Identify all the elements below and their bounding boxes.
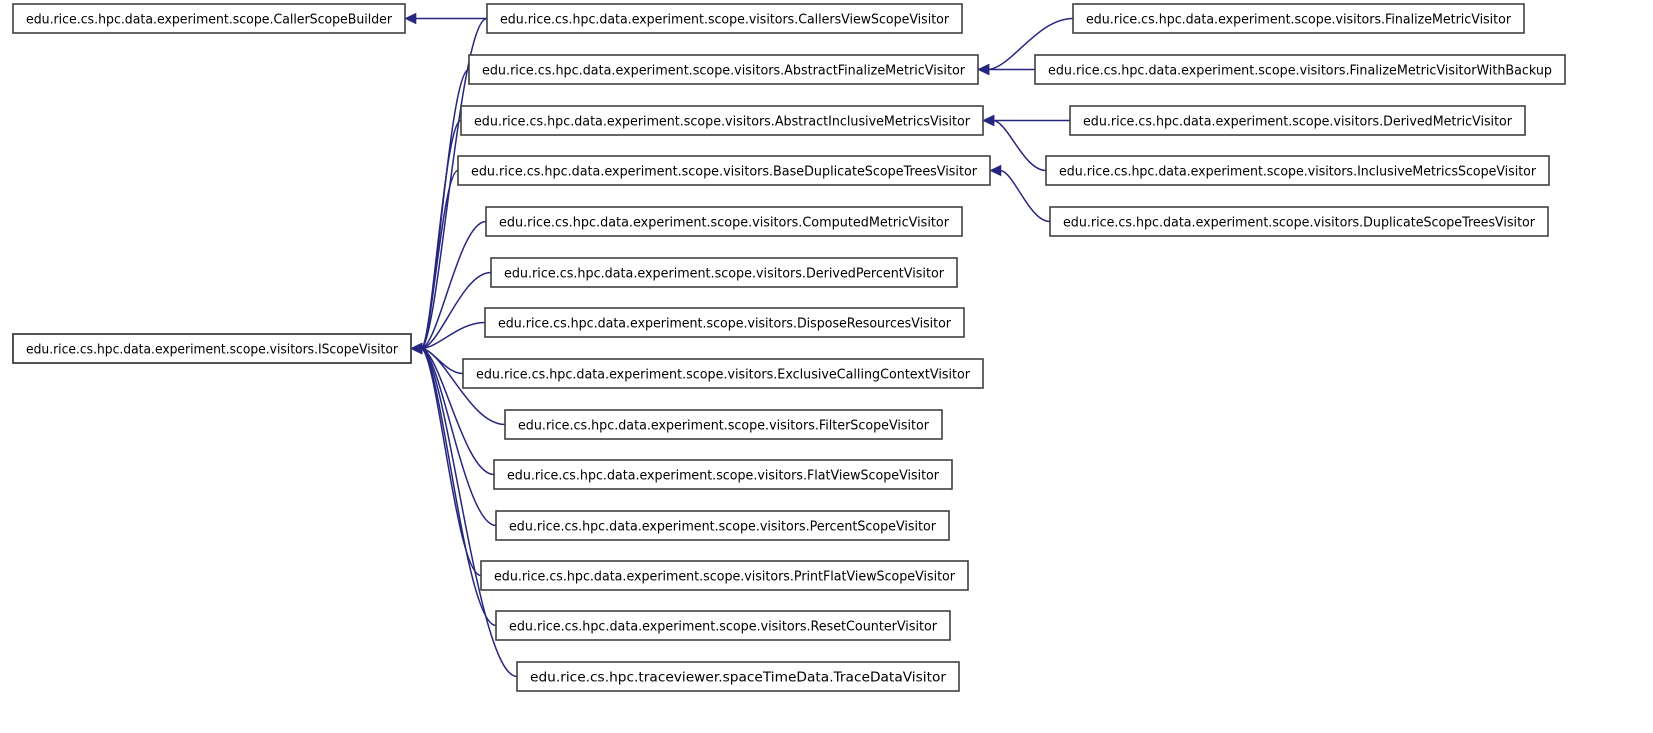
class-node-label: edu.rice.cs.hpc.data.experiment.scope.vi… — [1083, 115, 1513, 130]
class-node-box[interactable] — [12, 333, 412, 364]
class-node-label: edu.rice.cs.hpc.data.experiment.scope.vi… — [1059, 165, 1537, 180]
class-node-box[interactable] — [504, 409, 943, 440]
class-node-label: edu.rice.cs.hpc.data.experiment.scope.vi… — [1063, 216, 1536, 231]
class-node-ResetCounterVisitor[interactable]: edu.rice.cs.hpc.data.experiment.scope.vi… — [495, 610, 951, 641]
class-node-BaseDuplicateScopeTreesVisitor[interactable]: edu.rice.cs.hpc.data.experiment.scope.vi… — [457, 155, 991, 186]
class-node-box[interactable] — [1049, 206, 1549, 237]
class-node-box[interactable] — [490, 257, 958, 288]
class-node-box[interactable] — [462, 358, 984, 389]
edge-line — [421, 347, 495, 476]
inheritance-arrowhead — [404, 12, 417, 25]
class-node-label: edu.rice.cs.hpc.data.experiment.scope.vi… — [482, 64, 966, 79]
class-node-IScopeVisitor[interactable]: edu.rice.cs.hpc.data.experiment.scope.vi… — [12, 333, 412, 364]
edges-layer — [404, 12, 1074, 678]
edge-DerivedPercentVisitor-to-IScopeVisitor — [410, 271, 492, 355]
class-node-label: edu.rice.cs.hpc.data.experiment.scope.vi… — [471, 165, 978, 180]
class-node-CallerScopeBuilder[interactable]: edu.rice.cs.hpc.data.experiment.scope.Ca… — [12, 3, 406, 34]
edge-ComputedMetricVisitor-to-IScopeVisitor — [410, 220, 487, 355]
edge-line — [421, 220, 487, 350]
class-node-CallersViewScopeVisitor[interactable]: edu.rice.cs.hpc.data.experiment.scope.vi… — [486, 3, 963, 34]
inheritance-arrowhead — [977, 63, 990, 76]
class-node-ExclusiveCallingContextVisitor[interactable]: edu.rice.cs.hpc.data.experiment.scope.vi… — [462, 358, 984, 389]
class-node-DerivedPercentVisitor[interactable]: edu.rice.cs.hpc.data.experiment.scope.vi… — [490, 257, 958, 288]
edge-line — [993, 119, 1047, 172]
edge-line — [988, 17, 1074, 71]
class-node-FinalizeMetricVisitorWithBackup[interactable]: edu.rice.cs.hpc.data.experiment.scope.vi… — [1034, 54, 1566, 85]
class-node-AbstractInclusiveMetricsVisitor[interactable]: edu.rice.cs.hpc.data.experiment.scope.vi… — [460, 105, 984, 136]
class-node-box[interactable] — [1045, 155, 1550, 186]
edge-BaseDuplicateScopeTreesVisitor-to-IScopeVisitor — [410, 169, 459, 355]
edge-line — [421, 347, 506, 426]
class-node-box[interactable] — [516, 661, 960, 692]
class-node-box[interactable] — [1034, 54, 1566, 85]
class-node-DerivedMetricVisitor[interactable]: edu.rice.cs.hpc.data.experiment.scope.vi… — [1069, 105, 1526, 136]
edge-line — [421, 321, 486, 350]
class-node-box[interactable] — [485, 206, 963, 237]
class-node-label: edu.rice.cs.hpc.data.experiment.scope.vi… — [509, 620, 938, 635]
class-node-label: edu.rice.cs.hpc.data.experiment.scope.vi… — [1086, 13, 1512, 28]
class-node-label: edu.rice.cs.hpc.data.experiment.scope.vi… — [507, 469, 940, 484]
class-node-box[interactable] — [468, 54, 979, 85]
edge-line — [421, 169, 459, 350]
edge-InclusiveMetricsScopeVisitor-to-AbstractInclusiveMetricsVisitor — [982, 114, 1047, 172]
edge-FinalizeMetricVisitorWithBackup-to-AbstractFinalizeMetricVisitor — [977, 63, 1035, 76]
class-node-box[interactable] — [480, 560, 969, 591]
inheritance-arrowhead — [982, 114, 995, 127]
class-node-label: edu.rice.cs.hpc.data.experiment.scope.vi… — [509, 520, 937, 535]
class-node-label: edu.rice.cs.hpc.data.experiment.scope.vi… — [499, 216, 950, 231]
edge-CallersViewScopeVisitor-to-CallerScopeBuilder — [404, 12, 487, 25]
class-node-label: edu.rice.cs.hpc.data.experiment.scope.vi… — [26, 343, 399, 358]
class-node-label: edu.rice.cs.hpc.data.experiment.scope.vi… — [476, 368, 971, 383]
class-node-box[interactable] — [1069, 105, 1526, 136]
edge-line — [421, 347, 518, 678]
class-node-label: edu.rice.cs.hpc.data.experiment.scope.vi… — [504, 267, 945, 282]
class-node-label: edu.rice.cs.hpc.traceviewer.spaceTimeDat… — [530, 671, 947, 686]
class-node-ComputedMetricVisitor[interactable]: edu.rice.cs.hpc.data.experiment.scope.vi… — [485, 206, 963, 237]
edge-DuplicateScopeTreesVisitor-to-BaseDuplicateScopeTreesVisitor — [989, 164, 1051, 223]
class-node-PrintFlatViewScopeVisitor[interactable]: edu.rice.cs.hpc.data.experiment.scope.vi… — [480, 560, 969, 591]
edge-line — [421, 347, 497, 527]
edge-TraceDataVisitor-to-IScopeVisitor — [410, 342, 518, 678]
class-node-label: edu.rice.cs.hpc.data.experiment.scope.vi… — [518, 419, 930, 434]
class-node-InclusiveMetricsScopeVisitor[interactable]: edu.rice.cs.hpc.data.experiment.scope.vi… — [1045, 155, 1550, 186]
class-node-PercentScopeVisitor[interactable]: edu.rice.cs.hpc.data.experiment.scope.vi… — [495, 510, 950, 541]
inheritance-arrowhead — [410, 342, 423, 355]
class-node-label: edu.rice.cs.hpc.data.experiment.scope.vi… — [500, 13, 950, 28]
class-node-label: edu.rice.cs.hpc.data.experiment.scope.Ca… — [26, 13, 393, 28]
edge-line — [1000, 169, 1051, 223]
class-node-box[interactable] — [495, 510, 950, 541]
class-node-box[interactable] — [1072, 3, 1525, 34]
edge-line — [421, 17, 488, 350]
class-node-TraceDataVisitor[interactable]: edu.rice.cs.hpc.traceviewer.spaceTimeDat… — [516, 661, 960, 692]
class-node-DuplicateScopeTreesVisitor[interactable]: edu.rice.cs.hpc.data.experiment.scope.vi… — [1049, 206, 1549, 237]
edge-line — [421, 271, 492, 350]
class-node-box[interactable] — [12, 3, 406, 34]
class-node-label: edu.rice.cs.hpc.data.experiment.scope.vi… — [1048, 64, 1552, 79]
class-node-box[interactable] — [495, 610, 951, 641]
class-node-FlatViewScopeVisitor[interactable]: edu.rice.cs.hpc.data.experiment.scope.vi… — [493, 459, 953, 490]
class-node-box[interactable] — [493, 459, 953, 490]
class-node-DisposeResourcesVisitor[interactable]: edu.rice.cs.hpc.data.experiment.scope.vi… — [484, 307, 965, 338]
class-node-label: edu.rice.cs.hpc.data.experiment.scope.vi… — [498, 317, 952, 332]
class-node-box[interactable] — [484, 307, 965, 338]
class-node-AbstractFinalizeMetricVisitor[interactable]: edu.rice.cs.hpc.data.experiment.scope.vi… — [468, 54, 979, 85]
nodes-layer: edu.rice.cs.hpc.data.experiment.scope.vi… — [12, 3, 1566, 692]
class-node-label: edu.rice.cs.hpc.data.experiment.scope.vi… — [494, 570, 956, 585]
class-node-FinalizeMetricVisitor[interactable]: edu.rice.cs.hpc.data.experiment.scope.vi… — [1072, 3, 1525, 34]
class-node-box[interactable] — [460, 105, 984, 136]
class-node-FilterScopeVisitor[interactable]: edu.rice.cs.hpc.data.experiment.scope.vi… — [504, 409, 943, 440]
class-node-label: edu.rice.cs.hpc.data.experiment.scope.vi… — [474, 115, 971, 130]
inheritance-arrowhead — [989, 164, 1002, 177]
class-node-box[interactable] — [486, 3, 963, 34]
class-node-box[interactable] — [457, 155, 991, 186]
